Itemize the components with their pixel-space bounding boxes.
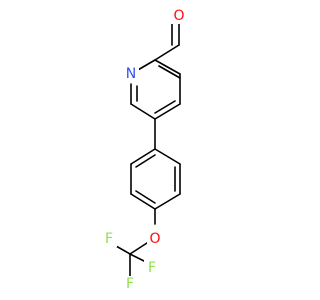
fluorine-3-label: F [148,260,156,276]
bond-phenyl-inner-c [135,154,156,168]
fluorine-2-label: F [126,276,134,292]
bond-phenyl-4-5 [130,193,156,210]
bond-pyridine-c5-c6 [130,103,156,120]
bond-phenyl-6-1 [130,148,156,165]
fluorine-1-label: F [105,231,113,247]
bond-aldehyde-c-c [154,44,180,61]
aldehyde-oxygen-label: O [173,8,184,24]
bond-phenyl-3-4 [154,193,181,210]
ether-oxygen-label-bg [147,231,163,247]
fluorine-3-label-bg [144,260,160,276]
bond-phenyl-inner-b [135,190,156,204]
fluorine-2-label-bg [122,276,138,292]
fluorine-1-label-bg [101,231,117,247]
bond-pyridine-c4-c5-inner [154,100,176,114]
bond-pyridine-c2-c3-double [158,65,181,79]
ether-oxygen-label: O [149,231,160,247]
aldehyde-oxygen-label-bg [171,8,187,24]
molecule-diagram: O N O F F F [101,8,187,292]
bond-pyridine-c2-c3 [154,59,181,75]
bond-phenyl-1-2 [154,148,181,165]
bond-o-cf3 [129,242,148,255]
bond-pyridine-c4-c5-double [154,103,181,120]
pyridine-nitrogen-label: N [126,66,136,82]
pyridine-nitrogen-label-bg [123,66,139,82]
structure-svg: O N O F F F [101,8,187,292]
